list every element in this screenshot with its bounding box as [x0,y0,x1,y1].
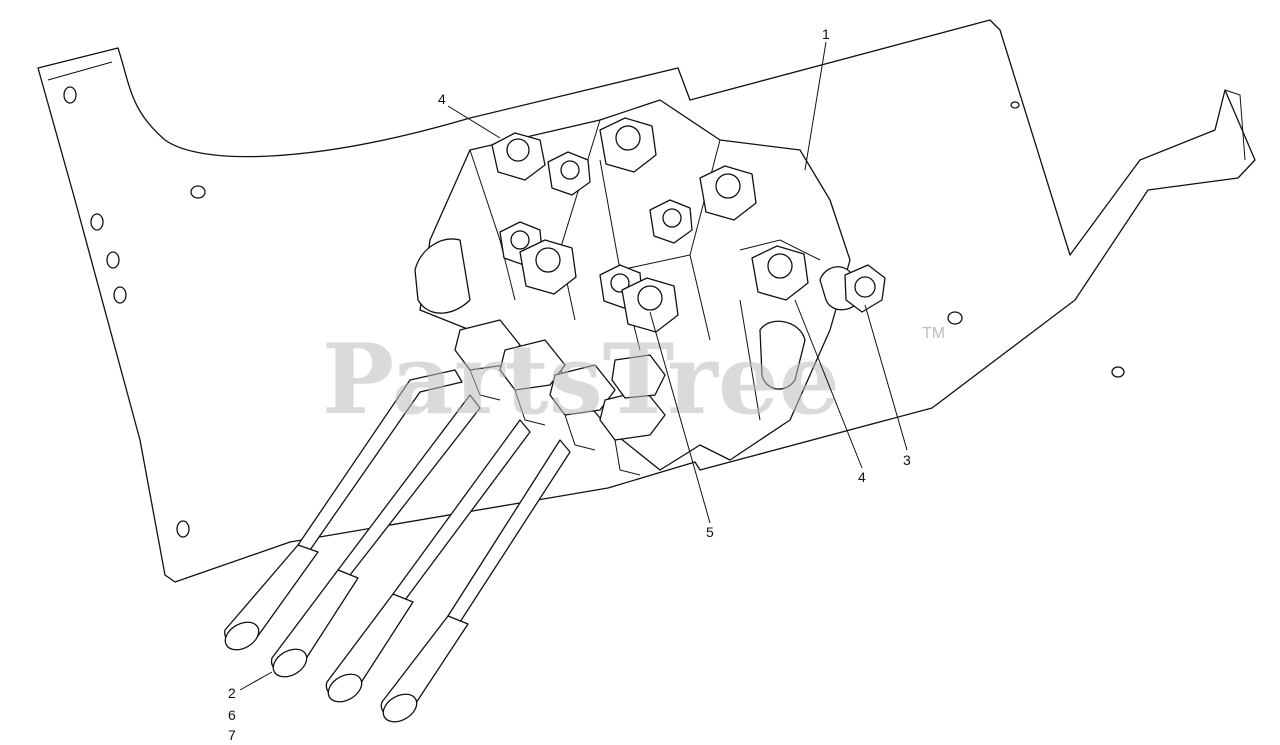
callout-1: 1 [822,26,830,42]
callout-2: 2 [228,685,236,701]
callout-7: 7 [228,727,236,743]
spool-linkages [454,319,666,476]
callout-3: 3 [903,452,911,468]
watermark: PartsTree [322,323,840,436]
callout-5: 5 [706,524,714,540]
callout-4-top: 4 [438,91,446,107]
trademark-symbol: TM [922,325,945,342]
mounting-plate [37,19,1256,583]
callout-6: 6 [228,707,236,723]
callout-4-bottom: 4 [858,469,866,485]
control-levers [224,369,571,723]
control-valve-assembly [414,99,886,471]
